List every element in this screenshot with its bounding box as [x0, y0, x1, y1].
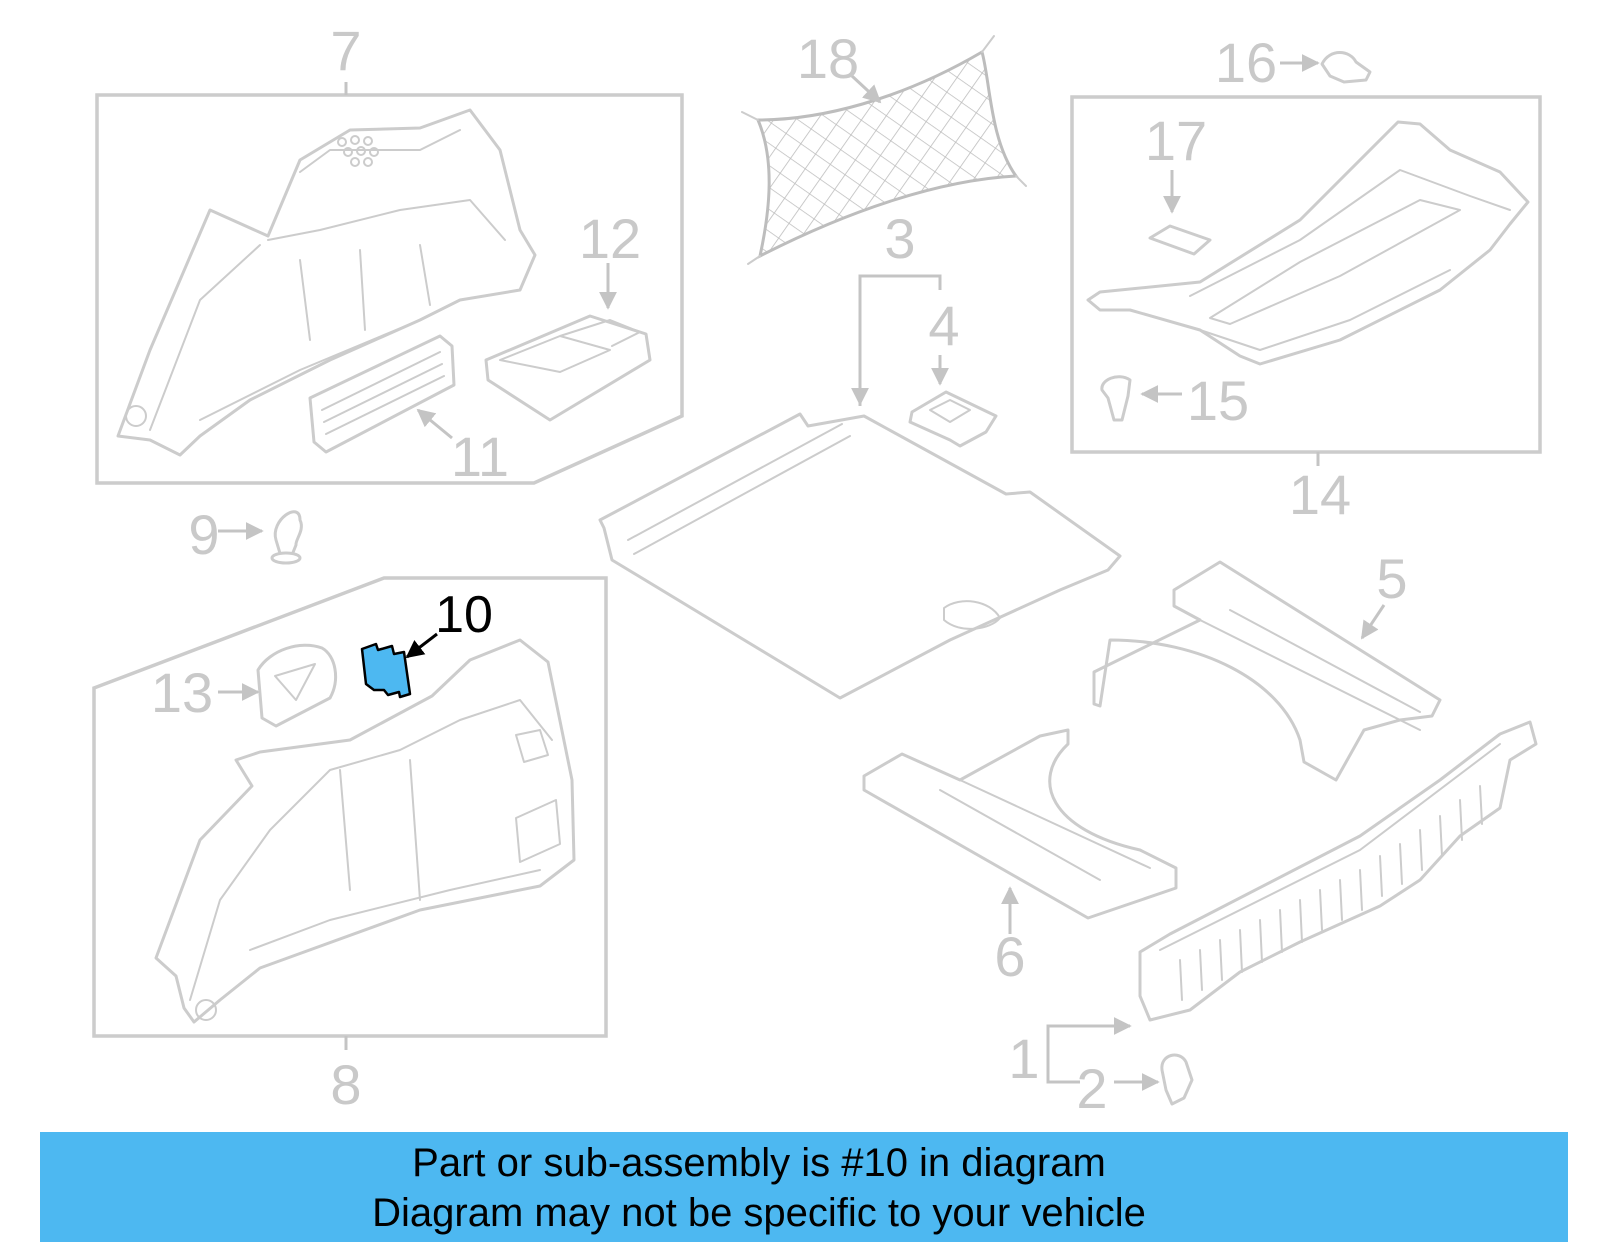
callout-7: 7 — [330, 19, 361, 82]
part-3-cargo-floor — [598, 274, 1122, 700]
part-5-panel — [1092, 560, 1442, 782]
part-7-group — [95, 82, 684, 485]
callout-9: 9 — [188, 503, 219, 566]
callout-16: 16 — [1215, 31, 1277, 94]
callout-4: 4 — [928, 294, 959, 357]
part-18-cargo-net — [741, 35, 1027, 265]
part-16-clip — [1280, 51, 1372, 84]
callout-14: 14 — [1289, 463, 1351, 526]
callout-10-highlighted: 10 — [435, 586, 493, 644]
callout-18: 18 — [797, 27, 859, 90]
caption-line-2: Diagram may not be specific to your vehi… — [372, 1191, 1146, 1235]
caption-banner: Part or sub-assembly is #10 in diagram D… — [40, 1132, 1568, 1242]
part-6-panel — [862, 728, 1178, 934]
callout-15: 15 — [1187, 369, 1249, 432]
part-1-bumper-trim — [1046, 720, 1538, 1084]
callout-12: 12 — [579, 207, 641, 270]
vent-holes — [337, 135, 379, 167]
part-10-highlighted — [360, 642, 412, 699]
callout-1: 1 — [1008, 1027, 1039, 1090]
part-14-group — [1070, 95, 1542, 466]
left-quarter-trim-panel — [116, 108, 537, 457]
callout-13: 13 — [151, 661, 213, 724]
callout-11: 11 — [451, 425, 509, 488]
callout-17: 17 — [1145, 109, 1207, 172]
box-14-outline — [1070, 95, 1542, 454]
box-7-outline — [95, 93, 684, 485]
callout-labels: 7 12 11 9 10 13 8 18 3 4 16 17 15 14 5 6… — [151, 19, 1408, 1120]
part-13-cover — [256, 643, 338, 728]
callout-6: 6 — [994, 925, 1025, 988]
part-8-group — [92, 576, 608, 1050]
part-2-clip — [1114, 1053, 1194, 1106]
part-17-clip — [1148, 224, 1212, 256]
box-8-outline — [92, 576, 608, 1038]
parts-diagram-svg: 7 12 11 9 10 13 8 18 3 4 16 17 15 14 5 6… — [92, 19, 1542, 1120]
bumper-ribs — [1179, 785, 1483, 1001]
callout-8: 8 — [330, 1053, 361, 1116]
callout-5: 5 — [1376, 547, 1407, 610]
callout-3: 3 — [884, 207, 915, 270]
callout-2: 2 — [1076, 1057, 1107, 1120]
right-quarter-trim-panel — [154, 638, 576, 1024]
part-9-clip — [218, 510, 303, 565]
caption-line-1: Part or sub-assembly is #10 in diagram — [412, 1141, 1106, 1185]
part-4-handle — [908, 355, 998, 448]
part-15-clip — [1100, 375, 1132, 422]
